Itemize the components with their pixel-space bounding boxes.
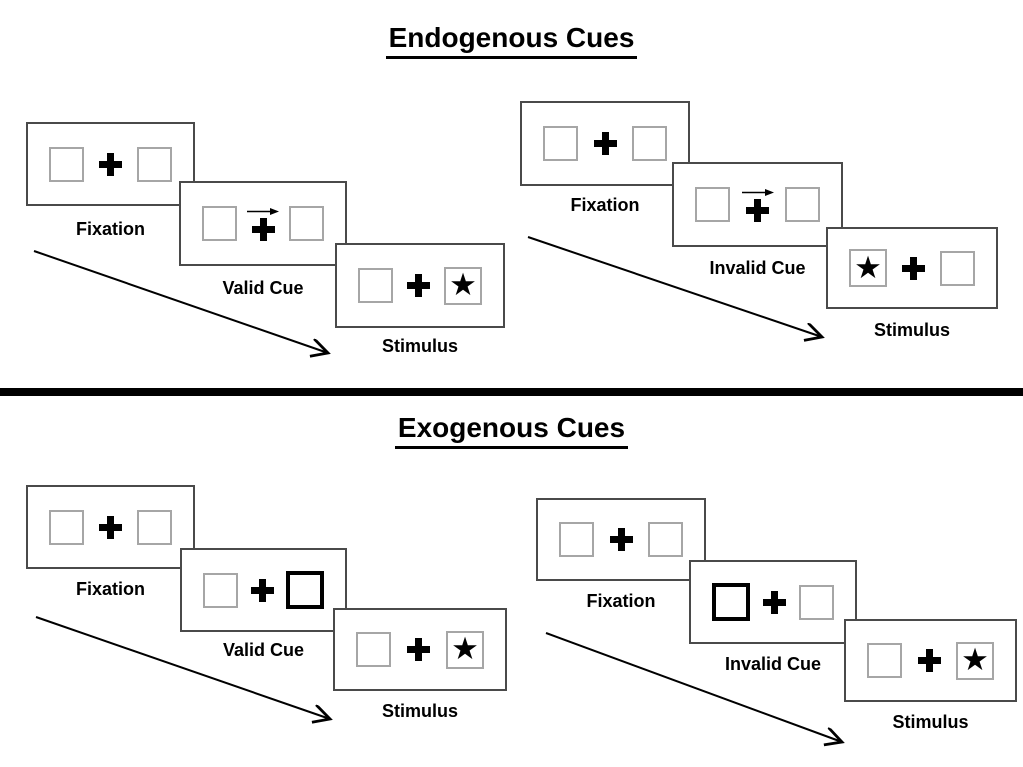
left-placeholder-box (543, 126, 578, 161)
fixation-cross-icon (407, 274, 430, 297)
fixation-cross-icon (609, 528, 633, 551)
step-label-fixation: Fixation (586, 591, 656, 611)
cue-highlight-box (712, 583, 750, 621)
step-label-fixation: Fixation (75, 579, 145, 599)
sequence-arrow-icon (33, 250, 340, 364)
right-placeholder-box (137, 509, 172, 545)
stimulus-target-box: ★ (956, 641, 994, 680)
sequence-arrow-icon (545, 632, 852, 750)
sequence-arrow-icon (527, 236, 832, 346)
stimulus-panel: ★ (335, 243, 505, 328)
cue-panel (689, 560, 857, 644)
fixation-panel (520, 101, 690, 186)
left-placeholder-box (695, 187, 730, 222)
step-label-stimulus: Stimulus (892, 712, 969, 732)
fixation-cross-icon (99, 152, 122, 176)
section-title-exogenous-text: Exogenous Cues (394, 412, 629, 449)
step-label-invalid-cue: Invalid Cue (709, 258, 806, 278)
left-placeholder-box (358, 268, 393, 303)
stimulus-target-box: ★ (444, 266, 482, 305)
fixation-panel (26, 122, 195, 206)
fixation-panel (26, 485, 195, 569)
fixation-cross-icon (763, 590, 786, 614)
left-placeholder-box (202, 206, 237, 241)
right-placeholder-box (289, 206, 324, 241)
step-label-valid-cue: Valid Cue (222, 278, 304, 298)
cue-arrow-icon (741, 188, 774, 196)
fixation-cross-icon (407, 638, 430, 661)
stimulus-panel: ★ (844, 619, 1017, 702)
stimulus-panel: ★ (826, 227, 998, 309)
right-placeholder-box (648, 522, 683, 557)
fixation-cross-icon (902, 256, 925, 280)
stimulus-target-box: ★ (446, 630, 484, 669)
right-placeholder-box (632, 126, 667, 161)
cue-arrow-icon (247, 207, 279, 215)
left-placeholder-box (49, 146, 84, 182)
cue-panel (179, 181, 347, 266)
right-placeholder-box (137, 146, 172, 182)
left-placeholder-box (356, 632, 391, 667)
right-placeholder-box (799, 584, 834, 620)
right-placeholder-box (940, 250, 975, 286)
fixation-cross-icon (99, 515, 122, 539)
step-label-valid-cue: Valid Cue (222, 640, 305, 660)
fixation-panel (536, 498, 706, 581)
section-title-endogenous: Endogenous Cues (0, 22, 1023, 59)
star-icon: ★ (451, 631, 479, 666)
cue-panel (672, 162, 843, 247)
cue-group (741, 188, 775, 222)
fixation-cross-icon (917, 649, 941, 672)
stimulus-target-box: ★ (849, 249, 887, 287)
fixation-cross-icon (250, 578, 274, 602)
star-icon: ★ (449, 267, 477, 302)
star-icon: ★ (961, 642, 989, 677)
stimulus-panel: ★ (333, 608, 507, 691)
step-label-stimulus: Stimulus (381, 701, 458, 721)
cue-highlight-box (286, 571, 324, 609)
left-placeholder-box (867, 643, 902, 678)
right-placeholder-box (785, 187, 820, 222)
step-label-fixation: Fixation (75, 219, 145, 239)
section-divider (0, 388, 1023, 396)
section-title-endogenous-text: Endogenous Cues (385, 22, 638, 59)
cue-panel (180, 548, 347, 632)
step-label-fixation: Fixation (570, 195, 640, 215)
left-placeholder-box (559, 522, 594, 557)
sequence-arrow-icon (35, 616, 340, 727)
step-label-invalid-cue: Invalid Cue (724, 654, 822, 674)
star-icon: ★ (854, 249, 882, 285)
fixation-cross-icon (251, 217, 275, 241)
step-label-stimulus: Stimulus (381, 336, 458, 356)
step-label-stimulus: Stimulus (873, 320, 950, 340)
fixation-cross-icon (593, 132, 617, 155)
section-title-exogenous: Exogenous Cues (0, 412, 1023, 449)
cue-group (246, 207, 280, 241)
left-placeholder-box (203, 572, 238, 608)
fixation-cross-icon (746, 198, 769, 222)
left-placeholder-box (49, 509, 84, 545)
